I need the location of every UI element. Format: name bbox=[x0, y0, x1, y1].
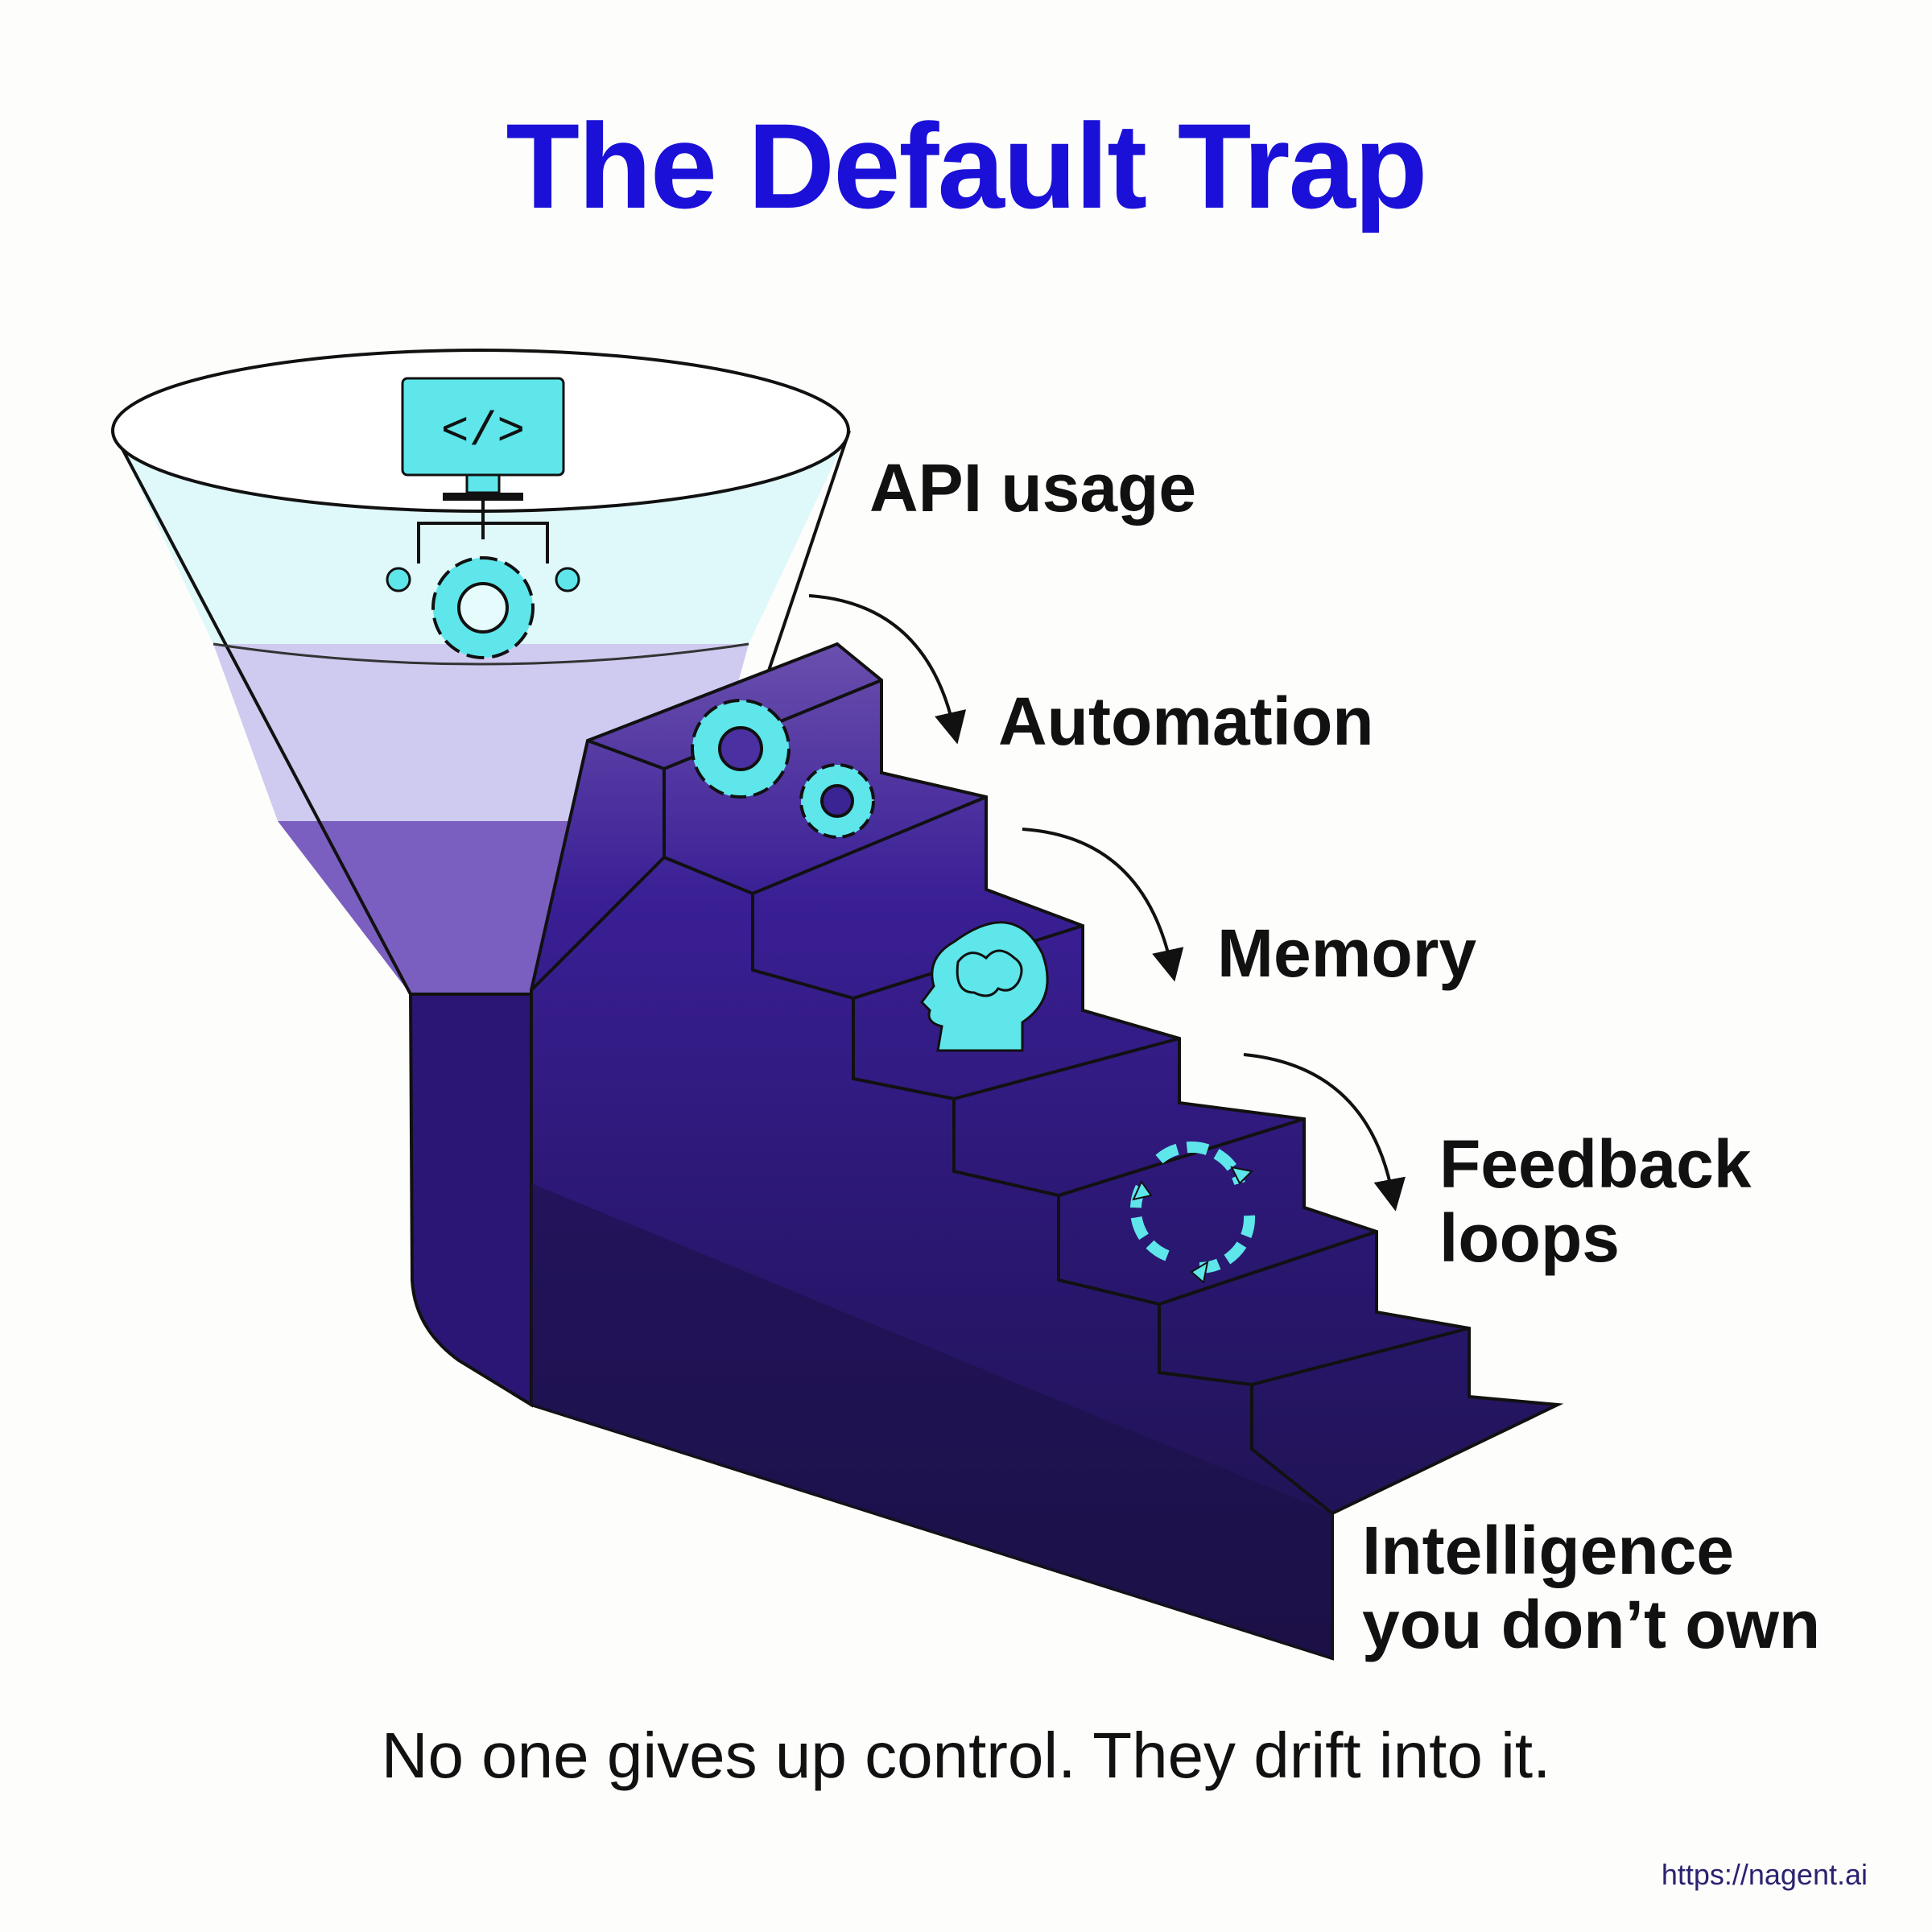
arrow-api-to-automation bbox=[808, 594, 967, 745]
staircase bbox=[530, 642, 1564, 1661]
brain-head-icon bbox=[920, 921, 1049, 1052]
gears-icon bbox=[691, 699, 875, 839]
code-monitor-gear-icon: </> bbox=[386, 377, 580, 659]
flow-arrows bbox=[808, 594, 1406, 1212]
arrow-automation-to-memory bbox=[1022, 828, 1184, 982]
arrow-memory-to-feedback bbox=[1243, 1053, 1406, 1212]
svg-text:</>: </> bbox=[441, 407, 525, 459]
cycle-arrows-icon bbox=[1129, 1141, 1256, 1284]
tagline: No one gives up control. They drift into… bbox=[381, 1719, 1551, 1791]
step-label-feedback-loops: Feedback loops bbox=[1439, 1126, 1752, 1276]
step-label-automation: Automation bbox=[998, 683, 1374, 759]
page-title: The Default Trap bbox=[506, 98, 1427, 233]
step-label-memory: Memory bbox=[1217, 915, 1477, 991]
funnel-stem bbox=[408, 989, 533, 1408]
source-url[interactable]: https://nagent.ai bbox=[1661, 1858, 1868, 1891]
step-label-intelligence: Intelligence you don’t own bbox=[1362, 1513, 1821, 1662]
step-label-api-usage: API usage bbox=[869, 450, 1197, 526]
